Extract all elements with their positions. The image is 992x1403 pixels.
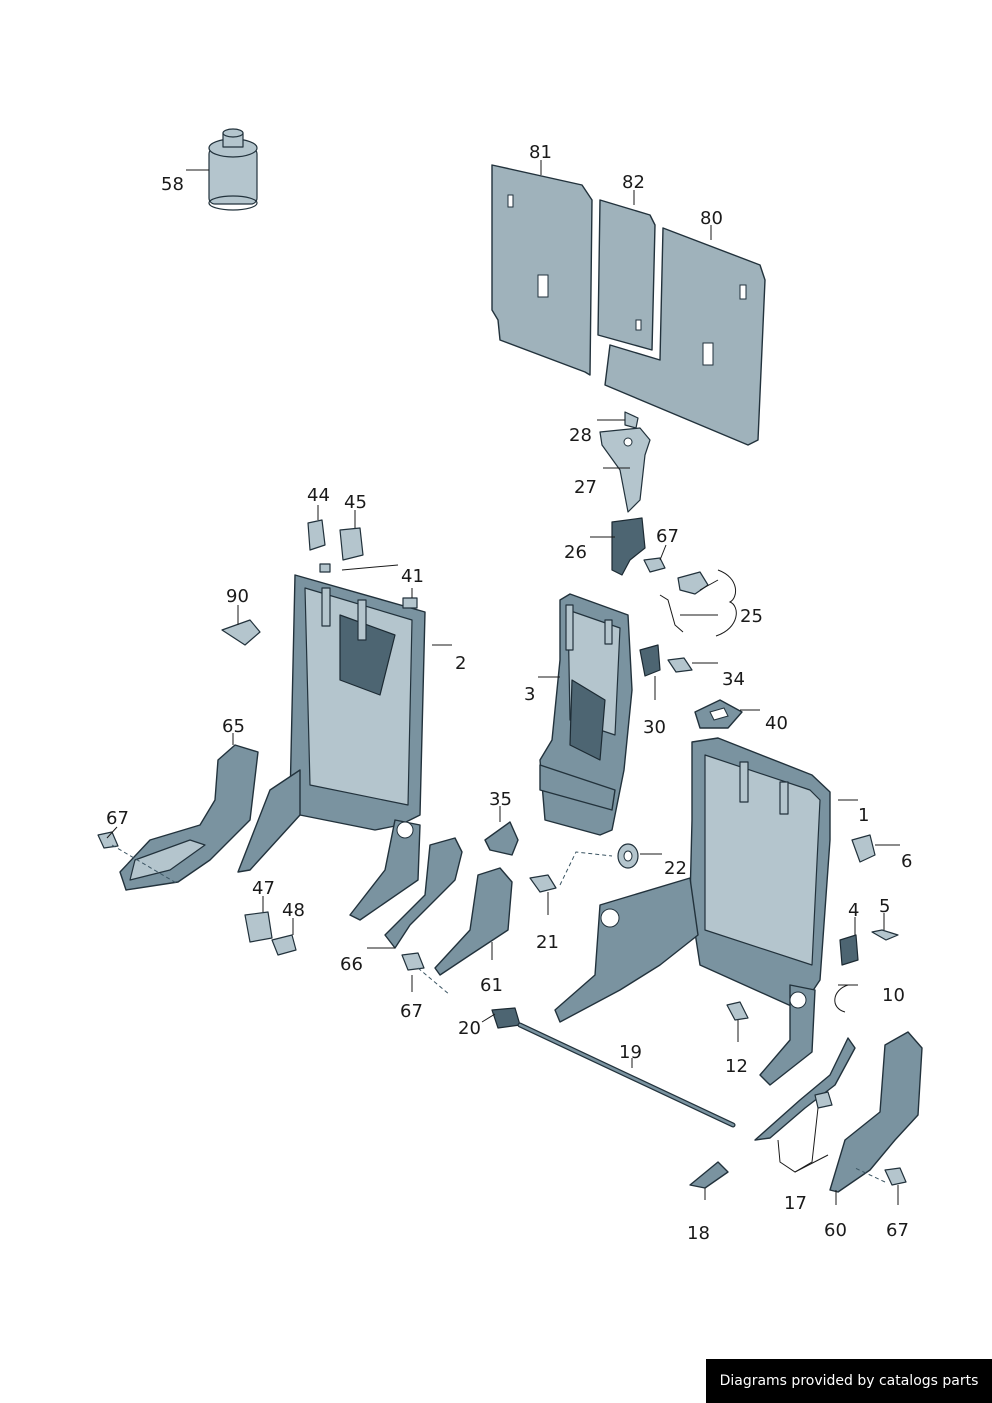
callout-60: 60 [824,1220,847,1241]
callout-81: 81 [529,142,552,163]
callout-67-mid: 67 [400,1001,423,1022]
callout-30: 30 [643,717,666,738]
part-58-canister [208,128,258,211]
part-67-screw-b [643,557,666,573]
part-45-cap [339,527,364,561]
part-28-clip [624,411,639,429]
part-3-center-frame [539,593,633,836]
part-18-handle [689,1161,729,1189]
part-5-pin [871,929,899,941]
part-19-rod [517,1022,736,1128]
callout-40: 40 [765,713,788,734]
callout-45: 45 [344,492,367,513]
part-67-screw-d [854,1167,907,1186]
part-67-screw-a [97,831,179,885]
callout-61: 61 [480,975,503,996]
part-2-seat-frame-left [237,574,426,921]
callout-80: 80 [700,208,723,229]
callout-48: 48 [282,900,305,921]
callout-58: 58 [161,174,184,195]
callout-26: 26 [564,542,587,563]
callout-12: 12 [725,1056,748,1077]
part-44-cap [307,519,326,551]
callout-4: 4 [848,900,859,921]
part-1-seat-frame-right [554,737,831,1086]
part-41-guides [319,563,418,609]
callout-20: 20 [458,1018,481,1039]
part-25-fittings [659,571,709,633]
part-10-clip [834,984,849,1013]
part-81-panel [491,164,593,376]
callout-2: 2 [455,653,466,674]
callout-65: 65 [222,716,245,737]
callout-41: 41 [401,566,424,587]
callout-47: 47 [252,878,275,899]
part-27-bracket [599,427,651,513]
callout-labels: 58 81 82 80 28 27 26 67 25 34 30 40 3 2 … [106,142,912,1244]
part-65-trim [119,744,259,891]
part-60-trim [829,1031,923,1193]
part-90-clip [221,619,261,646]
callout-34: 34 [722,669,745,690]
part-47-knob [244,911,273,943]
callout-67-right: 67 [886,1220,909,1241]
callout-1: 1 [858,805,869,826]
callout-21: 21 [536,932,559,953]
callout-3: 3 [524,684,535,705]
part-67-screw-c [401,952,451,996]
callout-5: 5 [879,896,890,917]
callout-67-left: 67 [106,808,129,829]
credit-banner: Diagrams provided by catalogs parts [706,1359,992,1403]
callout-22: 22 [664,858,687,879]
part-35-bracket [484,821,519,856]
leader-lines [106,160,900,1205]
part-26-latch [611,517,646,576]
part-80-panel [604,227,766,446]
part-30-latch [639,644,661,677]
callout-67-top: 67 [656,526,679,547]
part-17-levers [754,1037,856,1141]
callout-28: 28 [569,425,592,446]
callout-25: 25 [740,606,763,627]
part-4-latch [839,934,859,966]
callout-82: 82 [622,172,645,193]
part-34-screw [667,657,693,673]
part-40-handle [694,699,743,729]
part-22-bushing [617,843,639,869]
callout-66: 66 [340,954,363,975]
callout-44: 44 [307,485,330,506]
part-48-clip [271,934,297,956]
part-12-bolt [726,1001,749,1021]
callout-17: 17 [784,1193,807,1214]
part-61-trim [434,867,513,976]
part-82-panel [597,199,656,351]
part-21-bolt [529,851,613,893]
part-6-cap [851,834,876,863]
callout-10: 10 [882,985,905,1006]
callout-90: 90 [226,586,249,607]
callout-19: 19 [619,1042,642,1063]
callout-35: 35 [489,789,512,810]
part-66-trim [384,837,463,949]
callout-18: 18 [687,1223,710,1244]
callout-6: 6 [901,851,912,872]
callout-27: 27 [574,477,597,498]
part-20-knob [491,1007,521,1029]
